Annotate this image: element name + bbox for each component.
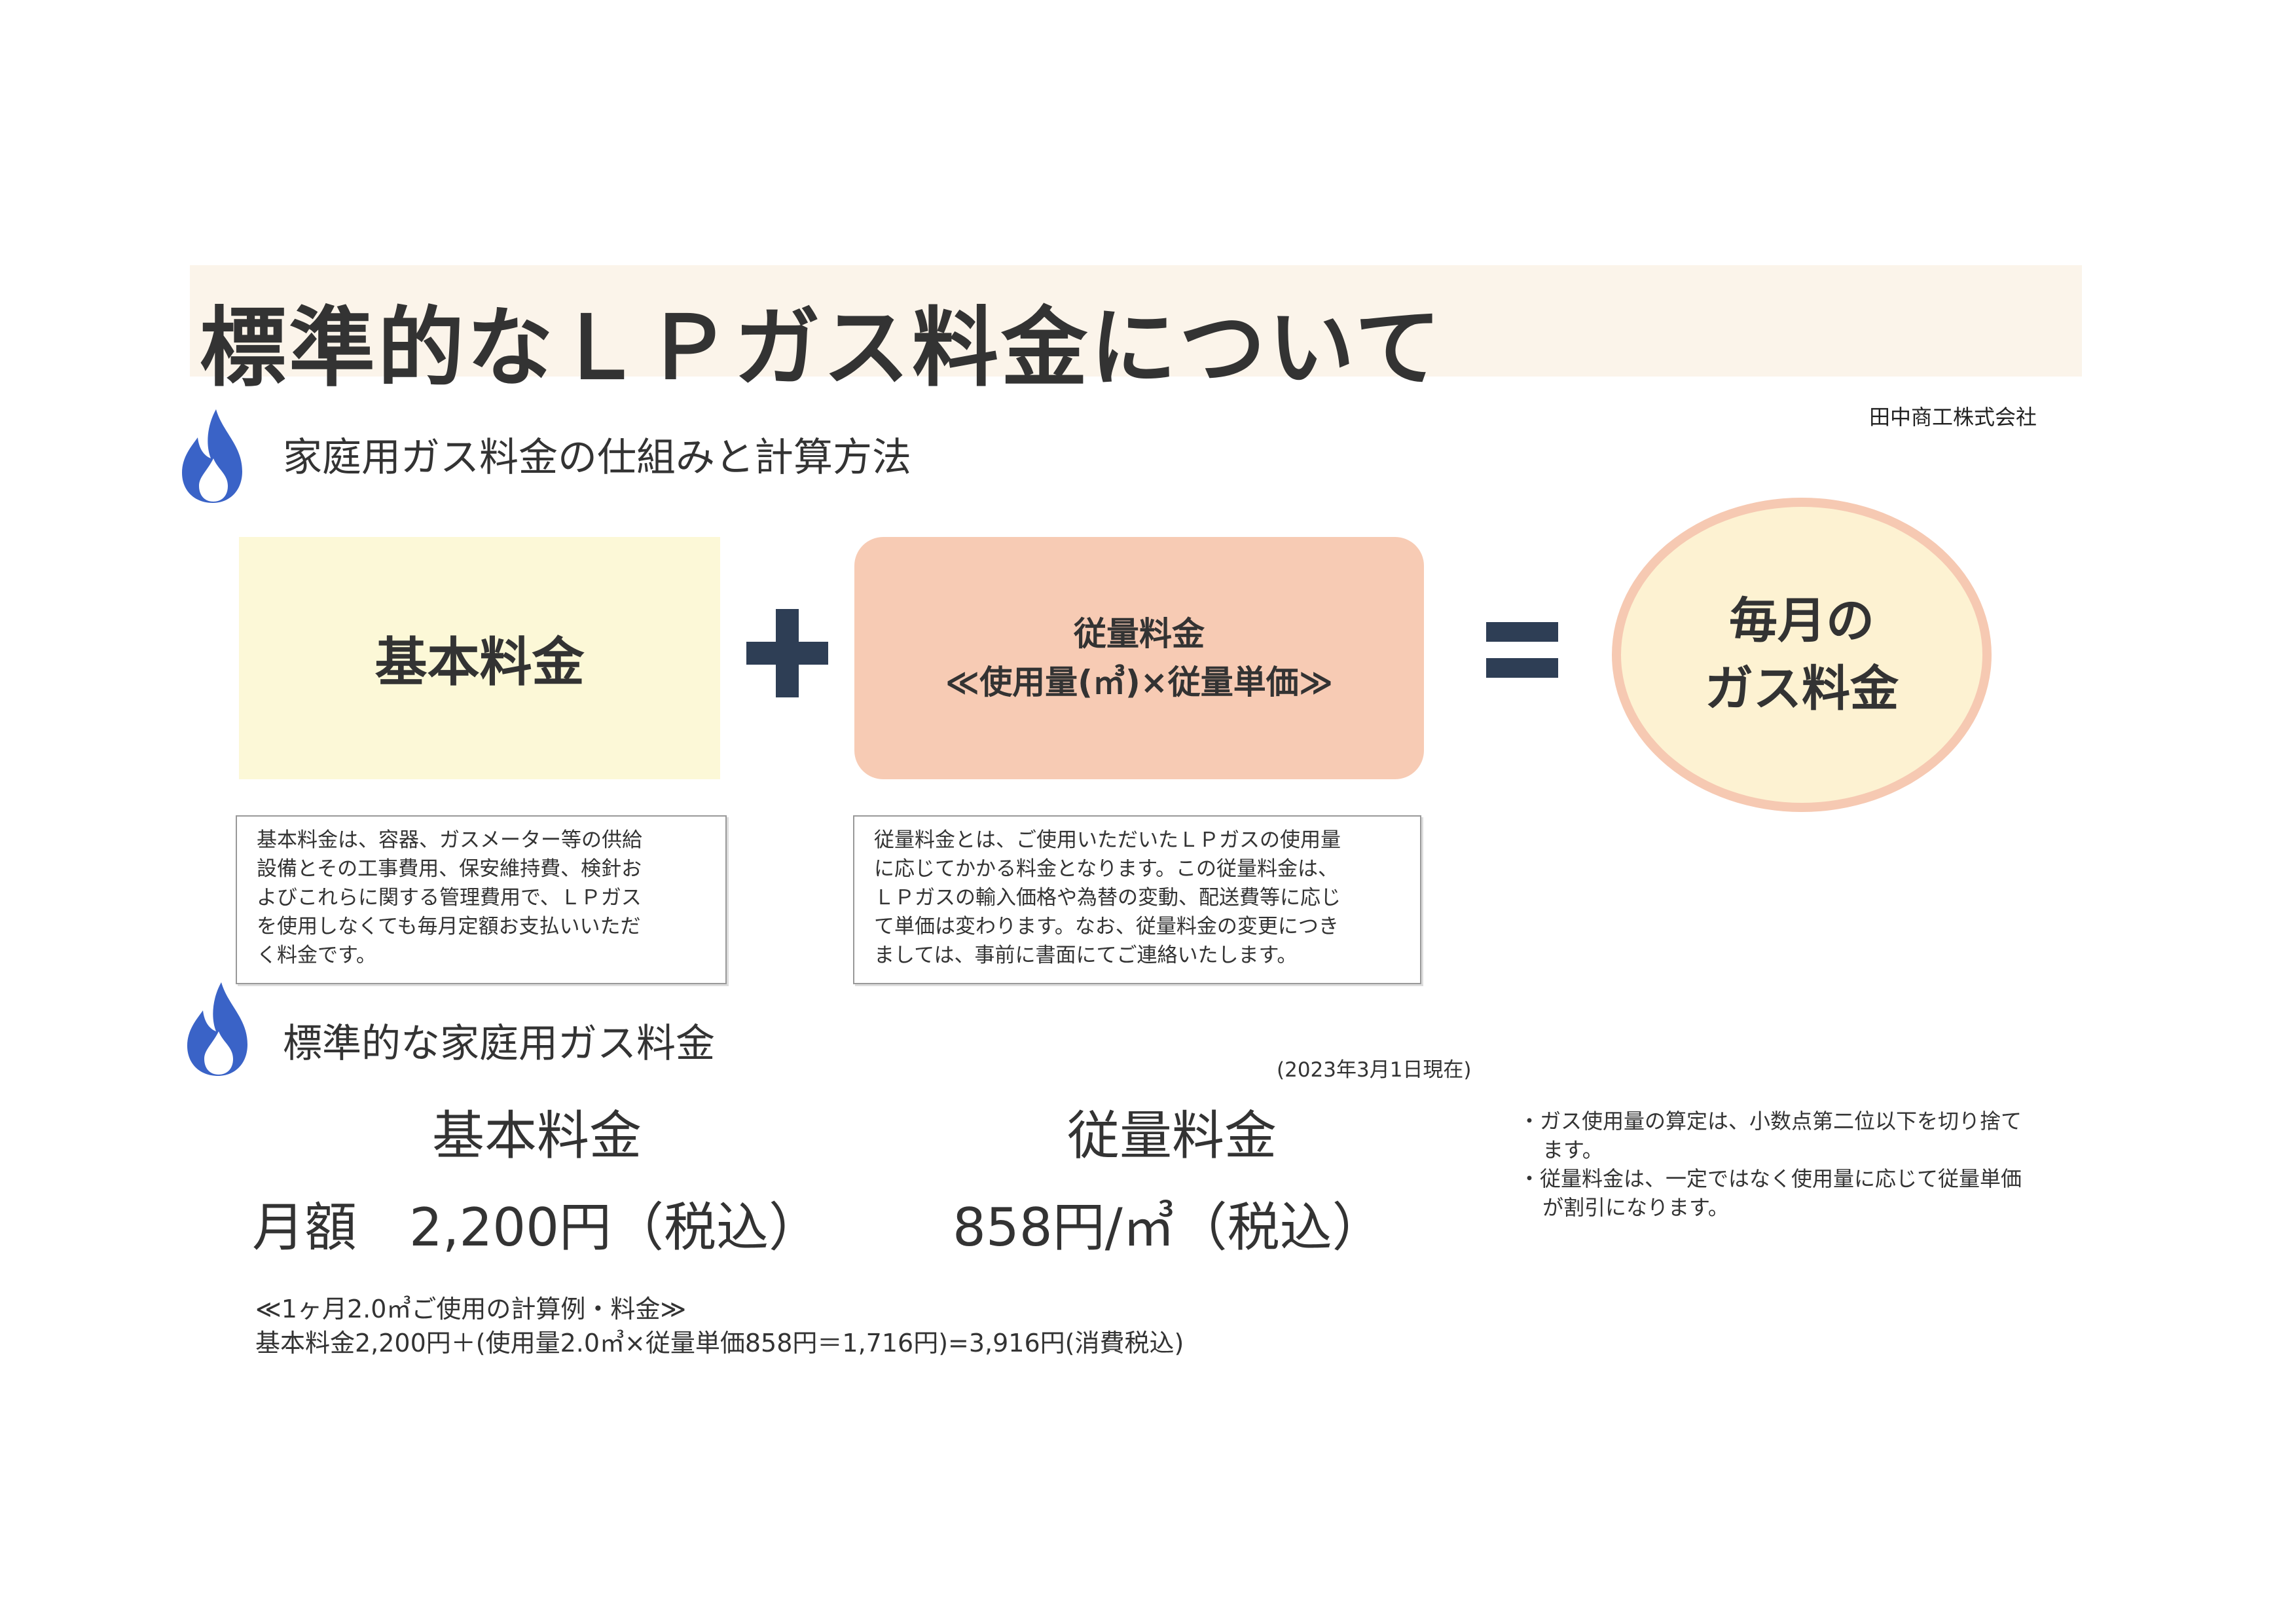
notes: ・ガス使用量の算定は、小数点第二位以下を切り捨て ます。 ・従量料金は、一定では… [1519, 1107, 2095, 1222]
usage-fee-box: 従量料金 ≪使用量(㎥)×従量単価≫ [854, 537, 1424, 779]
note-line: ・従量料金は、一定ではなく使用量に応じて従量単価 [1519, 1166, 2022, 1191]
note-line: ・ガス使用量の算定は、小数点第二位以下を切り捨て [1519, 1109, 2022, 1134]
basic-rate-value: 月額 2,200円（税込） [252, 1197, 822, 1258]
flame-icon [182, 409, 242, 503]
title-banner [190, 265, 2082, 377]
description-line: 基本料金は、容器、ガスメーター等の供給 [257, 828, 642, 852]
description-line: ましては、事前に書面にてご連絡いたします。 [874, 944, 1298, 967]
page-title: 標準的なＬＰガス料金について [200, 298, 1444, 399]
monthly-fee-circle: 毎月の ガス料金 [1612, 498, 1992, 812]
usage-rate-heading: 従量料金 [1067, 1105, 1277, 1166]
monthly-fee-line2: ガス料金 [1705, 661, 1899, 717]
section-title-standard: 標準的な家庭用ガス料金 [283, 1021, 715, 1067]
description-line: 設備とその工事費用、保安維持費、検針お [257, 857, 642, 881]
note-line: が割引になります。 [1542, 1195, 1729, 1220]
as-of-date: (2023年3月1日現在) [1277, 1058, 1472, 1082]
description-line: く料金です。 [257, 944, 376, 967]
example-title: ≪1ヶ月2.0㎥ご使用の計算例・料金≫ [255, 1295, 687, 1323]
description-line: ＬＰガスの輸入価格や為替の変動、配送費等に応じ [874, 886, 1341, 910]
plus-icon [746, 609, 828, 697]
description-line: て単価は変わります。なお、従量料金の変更につき [874, 915, 1339, 938]
basic-fee-box: 基本料金 [239, 537, 720, 779]
description-line: を使用しなくても毎月定額お支払いいただ [257, 915, 641, 938]
description-line: よびこれらに関する管理費用で、ＬＰガス [257, 886, 642, 910]
company-name: 田中商工株式会社 [1869, 405, 2037, 430]
section-title-structure: 家庭用ガス料金の仕組みと計算方法 [283, 435, 911, 481]
basic-rate-heading: 基本料金 [432, 1105, 642, 1166]
usage-fee-description: 従量料金とは、ご使用いただいたＬＰガスの使用量 に応じてかかる料金となります。こ… [853, 815, 1421, 984]
usage-fee-label: 従量料金 [1074, 615, 1205, 653]
monthly-fee-line1: 毎月の [1729, 593, 1874, 649]
example-formula: 基本料金2,200円＋(使用量2.0㎥×従量単価858円＝1,716円)=3,9… [255, 1329, 1184, 1357]
basic-fee-description: 基本料金は、容器、ガスメーター等の供給 設備とその工事費用、保安維持費、検針お … [236, 815, 727, 984]
equals-icon [1486, 622, 1558, 678]
basic-fee-label: 基本料金 [374, 632, 585, 693]
usage-rate-value: 858円/㎥（税込） [953, 1197, 1385, 1258]
note-line: ます。 [1542, 1137, 1603, 1162]
description-line: に応じてかかる料金となります。この従量料金は、 [874, 857, 1338, 881]
flame-icon [187, 982, 247, 1076]
usage-fee-formula: ≪使用量(㎥)×従量単価≫ [945, 663, 1334, 701]
description-line: 従量料金とは、ご使用いただいたＬＰガスの使用量 [874, 828, 1341, 852]
